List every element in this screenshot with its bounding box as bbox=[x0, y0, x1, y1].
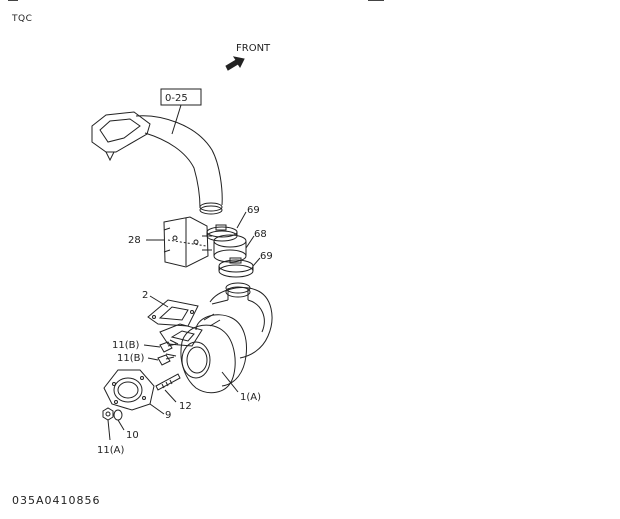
leader-11a bbox=[107, 419, 111, 441]
leader-1a bbox=[221, 371, 239, 393]
figure-id: 035A0410856 bbox=[12, 494, 101, 507]
ref-box-label: 0-25 bbox=[165, 93, 188, 104]
callout-12: 12 bbox=[179, 401, 192, 412]
callout-9: 9 bbox=[165, 410, 171, 421]
clamp-lower bbox=[218, 257, 254, 278]
callout-69-lower: 69 bbox=[260, 251, 273, 262]
nut bbox=[102, 407, 114, 421]
leader-2 bbox=[149, 295, 169, 308]
callout-10: 10 bbox=[126, 430, 139, 441]
stud bbox=[155, 373, 181, 391]
callout-69-upper: 69 bbox=[247, 205, 260, 216]
leader-ref-box bbox=[171, 104, 182, 135]
leader-68 bbox=[245, 235, 255, 249]
callout-1a: 1(A) bbox=[240, 392, 261, 403]
heat-shield bbox=[163, 216, 212, 268]
leader-11b-1 bbox=[143, 344, 161, 348]
leader-12 bbox=[164, 389, 177, 403]
washer bbox=[113, 409, 123, 421]
front-label: FRONT bbox=[236, 43, 271, 54]
leader-69b bbox=[252, 257, 261, 267]
callout-11b-lower: 11(B) bbox=[117, 353, 144, 364]
callout-11a: 11(A) bbox=[97, 445, 124, 456]
clamp-upper bbox=[206, 224, 238, 242]
callout-68: 68 bbox=[254, 229, 267, 240]
callout-2: 2 bbox=[142, 290, 148, 301]
callout-28: 28 bbox=[128, 235, 141, 246]
exhaust-pipe bbox=[91, 111, 223, 215]
bolt-11b-upper bbox=[159, 341, 177, 353]
front-arrow-icon bbox=[225, 56, 245, 71]
leader-11b-2 bbox=[147, 357, 159, 361]
callout-11b-upper: 11(B) bbox=[112, 340, 139, 351]
leader-9 bbox=[149, 403, 165, 415]
bolt-11b-lower bbox=[157, 354, 175, 366]
page-code: TQC bbox=[12, 14, 33, 24]
gasket bbox=[147, 299, 203, 347]
sleeve bbox=[213, 234, 247, 263]
edge-mark-right bbox=[368, 0, 384, 1]
edge-mark-left bbox=[8, 0, 18, 1]
leader-10 bbox=[117, 419, 125, 431]
flange bbox=[103, 369, 155, 411]
leader-69a bbox=[236, 211, 247, 229]
turbocharger bbox=[165, 282, 273, 394]
